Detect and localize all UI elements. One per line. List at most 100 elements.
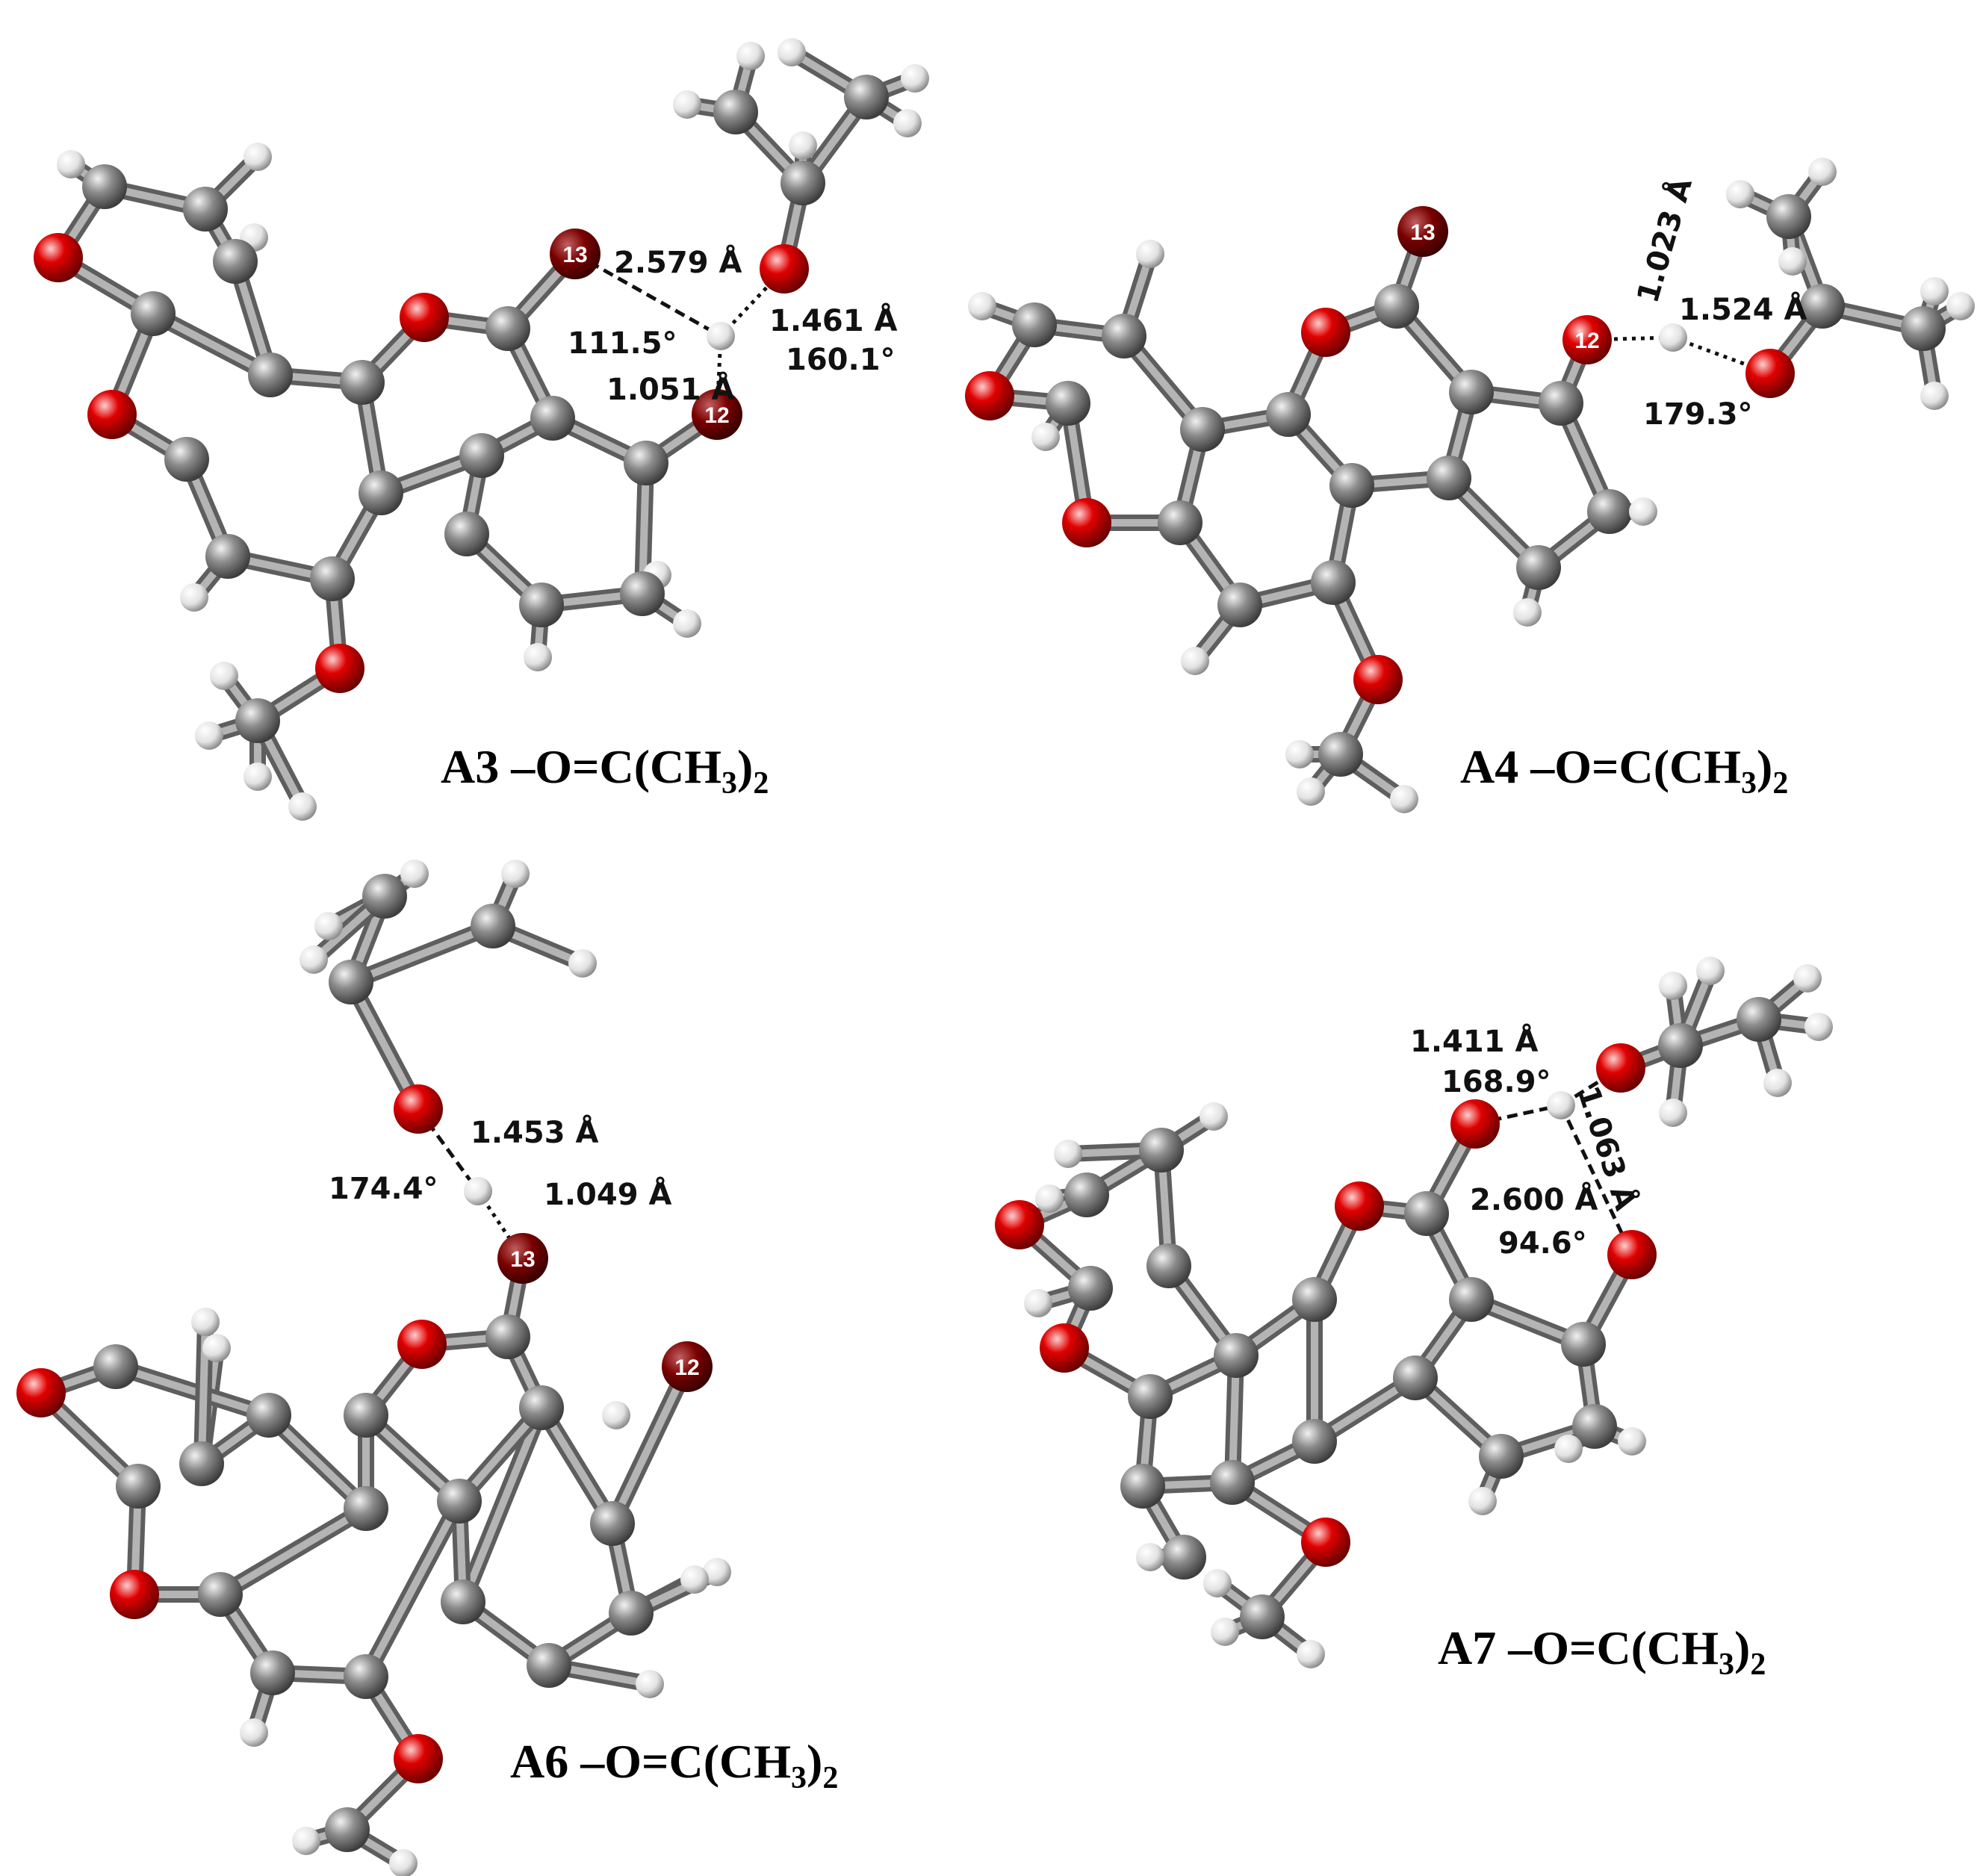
- carbon-atom: [1128, 1374, 1173, 1419]
- a7-angle-1: 168.9°: [1441, 1065, 1551, 1099]
- carbon-atom: [248, 352, 293, 397]
- carbon-atom: [1449, 1277, 1494, 1322]
- hydrogen-atom: [243, 762, 272, 791]
- hydrogen-atom: [1513, 598, 1542, 627]
- carbon-atom: [1587, 489, 1632, 534]
- oxygen-atom: [1607, 1230, 1657, 1279]
- carbon-atom: [437, 1479, 482, 1524]
- carbon-atom: [624, 441, 668, 485]
- carbon-atom: [530, 396, 575, 441]
- carbon-atom: [1427, 456, 1471, 500]
- hydrogen-atom: [1181, 647, 1209, 675]
- carbon-atom: [344, 1654, 388, 1699]
- hydrogen-atom: [1285, 740, 1314, 768]
- panel-a3-bonds: [50, 44, 923, 815]
- carbon-atom: [459, 433, 504, 478]
- carbon-atom: [1311, 560, 1356, 605]
- a3-title: A3 –O=C(CH3)2: [441, 740, 769, 801]
- carbon-atom: [205, 534, 250, 579]
- hydrogen-atom: [636, 1670, 664, 1698]
- carbon-atom: [344, 1486, 388, 1531]
- dashed-hydrogen-bond: [1559, 1104, 1634, 1256]
- oxygen-atom: [995, 1200, 1044, 1249]
- carbon-atom: [131, 291, 176, 336]
- oxygen-atom: [110, 1570, 159, 1619]
- carbon-atom: [116, 1464, 161, 1509]
- hydrogen-atom: [680, 1565, 709, 1594]
- hydrogen-atom: [300, 945, 328, 974]
- carbon-atom: [485, 306, 530, 351]
- a3-angle-2: 160.1°: [786, 343, 896, 377]
- oxygen-atom: [662, 1341, 713, 1392]
- carbon-atom: [1374, 284, 1419, 329]
- carbon-atom: [1329, 463, 1374, 508]
- carbon-atom: [1266, 392, 1311, 437]
- hydrogen-atom: [191, 1308, 220, 1336]
- carbon-atom: [1449, 370, 1494, 414]
- hydrogen-atom: [1920, 382, 1949, 410]
- hydrogen-atom: [240, 1718, 268, 1747]
- hydrogen-atom: [292, 1827, 320, 1855]
- a4-angle: 179.3°: [1643, 397, 1753, 432]
- hydrogen-atom: [1297, 1640, 1325, 1668]
- hydrogen-atom: [195, 721, 223, 750]
- hydrogen-atom: [1031, 423, 1060, 451]
- hydrogen-atom: [1659, 972, 1687, 1000]
- bond-highlight: [609, 1363, 691, 1527]
- carbon-atom: [325, 1807, 370, 1852]
- measurement-labels: 2.579 Å 1.461 Å 111.5° 160.1° 1.051 Å 1.…: [329, 173, 1807, 1261]
- carbon-atom: [1737, 997, 1781, 1042]
- carbon-atom: [1561, 1322, 1606, 1367]
- oxygen-atom: [87, 390, 137, 439]
- carbon-atom: [329, 960, 373, 1004]
- panel-a6-bonds: [33, 866, 725, 1872]
- hydrogen-atom: [314, 912, 343, 940]
- bond-highlight: [265, 1411, 370, 1512]
- hydrogen-atom: [1136, 1543, 1164, 1571]
- hydrogen-atom: [389, 1849, 418, 1876]
- dashed-hydrogen-bond: [574, 252, 722, 338]
- carbon-atom: [362, 874, 407, 919]
- oxygen-atom: [497, 1233, 548, 1284]
- hydrogen-atom: [602, 1401, 630, 1429]
- hydrogen-atom: [400, 860, 429, 888]
- oxygen-atom: [1397, 206, 1448, 257]
- a7-distance-o-acetone-h: 1.411 Å: [1410, 1022, 1538, 1059]
- carbon-atom: [1046, 381, 1090, 426]
- carbon-atom: [340, 360, 385, 405]
- carbon-atom: [310, 556, 355, 601]
- carbon-atom: [527, 1643, 571, 1688]
- atom-number-label: 12: [704, 403, 729, 428]
- oxygen-atom: [1062, 498, 1111, 547]
- a4-distance-o12-h: 1.023 Å: [1629, 173, 1699, 306]
- a3-distance-o13-h: 2.579 Å: [614, 243, 742, 280]
- carbon-atom: [1158, 500, 1202, 545]
- a6-distance-h-o13: 1.049 Å: [544, 1175, 671, 1212]
- carbon-atom: [164, 437, 209, 482]
- panel-a7: [995, 957, 1833, 1668]
- carbon-atom: [1146, 1243, 1191, 1288]
- carbon-atom: [344, 1393, 388, 1438]
- carbon-atom: [1064, 1172, 1109, 1217]
- carbon-atom: [609, 1591, 654, 1636]
- dashed-hydrogen-bond: [1474, 1103, 1562, 1126]
- hydrogen-atom: [1054, 1140, 1082, 1168]
- hydrogen-atom: [1390, 785, 1418, 813]
- bond-highlight: [347, 922, 497, 986]
- bond-highlight: [362, 1497, 463, 1680]
- panel-a7-atoms: [995, 957, 1833, 1668]
- carbon-atom: [590, 1501, 635, 1546]
- hydrogen-atom: [1920, 277, 1949, 305]
- carbon-atom: [1214, 1333, 1259, 1378]
- hydrogen-atom: [210, 662, 238, 690]
- carbon-atom: [1539, 381, 1583, 426]
- panel-a4-bonds: [974, 164, 1969, 807]
- hydrogen-atom: [1696, 957, 1725, 985]
- carbon-atom: [213, 239, 258, 284]
- carbon-atom: [780, 161, 825, 205]
- oxygen-atom: [760, 244, 809, 293]
